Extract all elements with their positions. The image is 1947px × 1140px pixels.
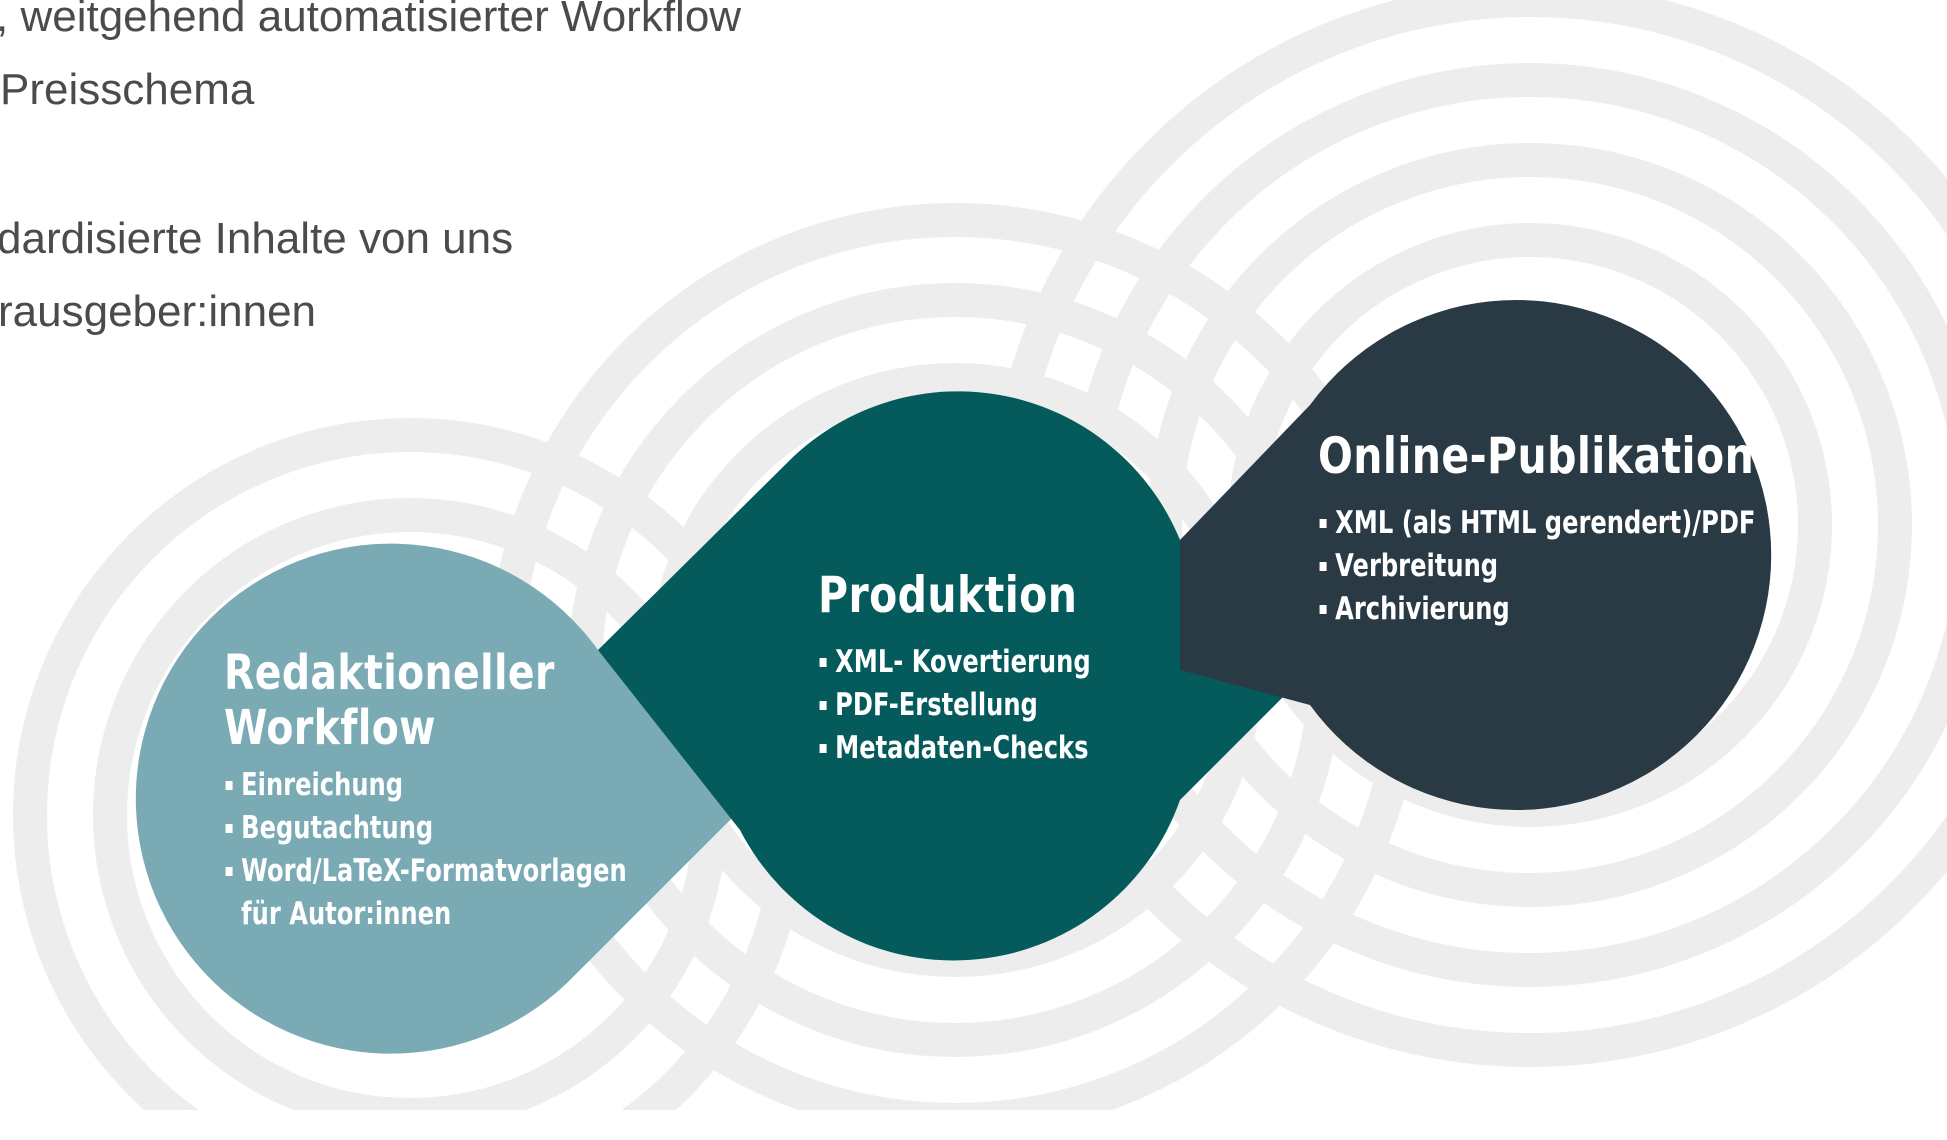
list-item: Einreichung xyxy=(224,764,583,807)
list-item: PDF-Erstellung xyxy=(818,684,1114,727)
list-item: Verbreitung xyxy=(1318,545,1708,588)
produktion-shape xyxy=(598,391,1310,961)
redaktion-shape xyxy=(135,543,735,1054)
list-item: Archivierung xyxy=(1318,588,1708,631)
stage-redaktion: Redaktioneller Workflow Einreichung Begu… xyxy=(224,646,684,936)
online-shape xyxy=(1180,300,1772,811)
stage-redaktion-list: Einreichung Begutachtung Word/LaTeX-Form… xyxy=(224,764,627,936)
intro-line-3: dardisierte Inhalte von uns xyxy=(0,214,514,263)
stage-online: Online-Publikation XML (als HTML gerende… xyxy=(1318,426,1818,631)
stage-produktion-title: Produktion xyxy=(818,566,1078,624)
intro-line-4: rausgeber:innen xyxy=(0,287,317,336)
intro-line-1: , weitgehend automatisierter Workflow xyxy=(0,0,742,41)
stage-online-title: Online-Publikation xyxy=(1318,427,1755,485)
stage-online-list: XML (als HTML gerendert)/PDF Verbreitung… xyxy=(1318,502,1755,631)
intro-line-2: Preisschema xyxy=(0,65,255,114)
list-item: Word/LaTeX-Formatvorlagen xyxy=(224,850,627,893)
list-item-continuation: für Autor:innen xyxy=(241,896,452,932)
list-item: XML (als HTML gerendert)/PDF xyxy=(1318,502,1755,545)
stage-redaktion-title: Redaktioneller Workflow xyxy=(224,646,601,756)
stage-redaktion-title-line1: Redaktioneller xyxy=(224,645,555,701)
list-item: XML- Kovertierung xyxy=(818,641,1114,684)
intro-text: , weitgehend automatisierter Workflow Pr… xyxy=(0,0,741,348)
list-item: Begutachtung xyxy=(224,807,583,850)
list-item: Metadaten-Checks xyxy=(818,727,1114,770)
stage-produktion: Produktion XML- Kovertierung PDF-Erstell… xyxy=(818,565,1198,770)
stage-redaktion-title-line2: Workflow xyxy=(224,700,436,756)
stage-produktion-list: XML- Kovertierung PDF-Erstellung Metadat… xyxy=(818,641,1114,770)
